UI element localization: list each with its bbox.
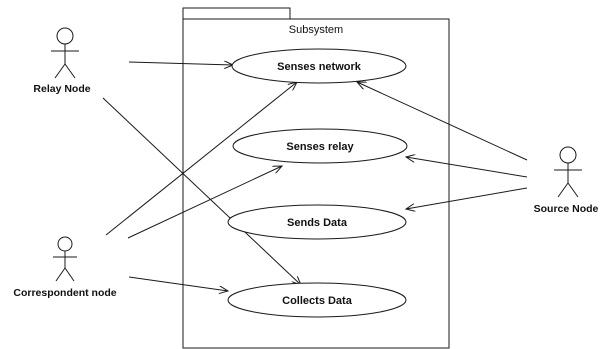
use-case-ellipse xyxy=(232,128,408,164)
use-case-ellipse xyxy=(231,48,407,84)
use-case-label: Collects Data xyxy=(282,295,353,307)
use-case-ellipse xyxy=(227,204,407,240)
actor-label: Source Node xyxy=(534,203,599,215)
association-source-senses-relay xyxy=(406,157,528,178)
association-source-sends-data xyxy=(406,187,528,209)
association-relay-collects-data xyxy=(102,97,301,285)
association-relay-senses-network xyxy=(128,62,233,65)
use-case-senses-relay[interactable]: Senses relay xyxy=(232,128,408,164)
use-case-senses-network[interactable]: Senses network xyxy=(231,48,407,84)
use-case-label: Senses relay xyxy=(286,141,354,153)
association-correspondent-senses-network xyxy=(105,82,297,236)
system-title: Subsystem xyxy=(289,24,343,36)
use-case-label: Sends Data xyxy=(287,217,348,229)
package-tab xyxy=(182,7,291,20)
stick-figure-icon xyxy=(554,146,582,198)
use-case-sends-data[interactable]: Sends Data xyxy=(227,204,407,240)
association-correspondent-collects-data xyxy=(128,276,228,291)
actor-source-node[interactable]: Source Node xyxy=(534,146,599,215)
stick-figure-icon xyxy=(53,236,77,282)
actor-label: Correspondent node xyxy=(13,287,116,299)
actor-correspondent-node[interactable]: Correspondent node xyxy=(13,236,117,299)
system-frame xyxy=(182,18,450,349)
use-case-collects-data[interactable]: Collects Data xyxy=(227,282,407,318)
actor-relay-node[interactable]: Relay Node xyxy=(33,27,91,95)
use-case-label: Senses network xyxy=(277,61,362,73)
use-case-ellipse xyxy=(227,282,407,318)
associations xyxy=(102,62,528,291)
association-source-senses-network xyxy=(357,82,528,161)
stick-figure-icon xyxy=(51,27,79,79)
actor-label: Relay Node xyxy=(33,83,90,95)
association-correspondent-senses-relay xyxy=(127,166,282,239)
system-boundary: Subsystem xyxy=(182,7,450,349)
